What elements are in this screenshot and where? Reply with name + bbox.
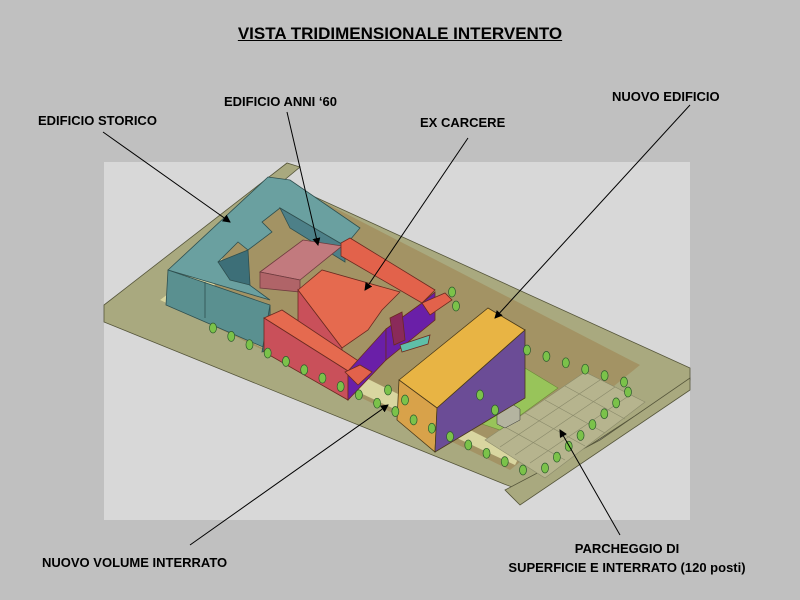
tree-icon bbox=[263, 347, 272, 359]
tree-icon bbox=[588, 419, 597, 430]
tree-icon bbox=[523, 344, 531, 356]
edificio-anni-60-model bbox=[259, 239, 343, 293]
arrow-edificio-anni-60 bbox=[286, 111, 321, 246]
arrow-ex-carcere bbox=[364, 137, 469, 291]
tree-icon bbox=[612, 397, 620, 409]
tree-icon bbox=[245, 339, 254, 351]
tree-icon bbox=[541, 462, 549, 474]
tree-icon bbox=[409, 414, 418, 426]
arrow-parcheggio bbox=[559, 429, 621, 536]
arrow-nuovo-edificio bbox=[494, 104, 691, 319]
tree-icon bbox=[318, 372, 327, 384]
label-nuovo-volume-interrato: NUOVO VOLUME INTERRATO bbox=[42, 555, 228, 570]
tree-icon bbox=[336, 381, 345, 392]
arrow-edificio-storico bbox=[102, 131, 231, 223]
tree-icon bbox=[500, 456, 509, 467]
tree-icon bbox=[576, 430, 585, 441]
tree-icon bbox=[446, 431, 454, 442]
label-nuovo-edificio: NUOVO EDIFICIO bbox=[612, 89, 720, 104]
trees bbox=[209, 286, 632, 476]
label-parcheggio-line1: PARCHEGGIO DI bbox=[574, 541, 680, 556]
tree-icon bbox=[620, 376, 628, 388]
arrow-nuovo-volume-interrato bbox=[189, 404, 389, 546]
tree-icon bbox=[600, 408, 609, 420]
tree-icon bbox=[482, 447, 491, 459]
label-ex-carcere: EX CARCERE bbox=[420, 115, 506, 130]
tree-icon bbox=[519, 464, 527, 476]
tree-icon bbox=[553, 451, 561, 463]
tree-icon bbox=[209, 322, 217, 334]
tree-icon bbox=[476, 389, 484, 401]
slide-title: VISTA TRIDIMENSIONALE INTERVENTO bbox=[237, 24, 563, 43]
label-edificio-anni-60: EDIFICIO ANNI ‘60 bbox=[224, 94, 337, 109]
label-edificio-storico: EDIFICIO STORICO bbox=[38, 113, 157, 128]
tree-icon bbox=[542, 351, 551, 362]
tree-icon bbox=[491, 404, 499, 416]
tree-icon bbox=[452, 300, 460, 312]
tree-icon bbox=[448, 286, 456, 298]
tree-icon bbox=[300, 364, 309, 376]
label-parcheggio-line2: SUPERFICIE E INTERRATO (120 posti) bbox=[508, 560, 746, 575]
ex-carcere-model bbox=[263, 237, 453, 402]
tree-icon bbox=[282, 356, 290, 367]
tree-icon bbox=[355, 389, 363, 401]
tree-icon bbox=[427, 422, 436, 434]
tree-icon bbox=[624, 386, 632, 398]
callout-arrows bbox=[102, 104, 691, 546]
tree-icon bbox=[600, 370, 609, 381]
tree-icon bbox=[561, 357, 570, 369]
tree-icon bbox=[384, 384, 392, 396]
tree-icon bbox=[464, 439, 473, 451]
tree-icon bbox=[581, 363, 590, 375]
tree-icon bbox=[391, 406, 400, 417]
tree-icon bbox=[401, 394, 409, 406]
tree-icon bbox=[373, 397, 381, 409]
tree-icon bbox=[227, 331, 236, 342]
